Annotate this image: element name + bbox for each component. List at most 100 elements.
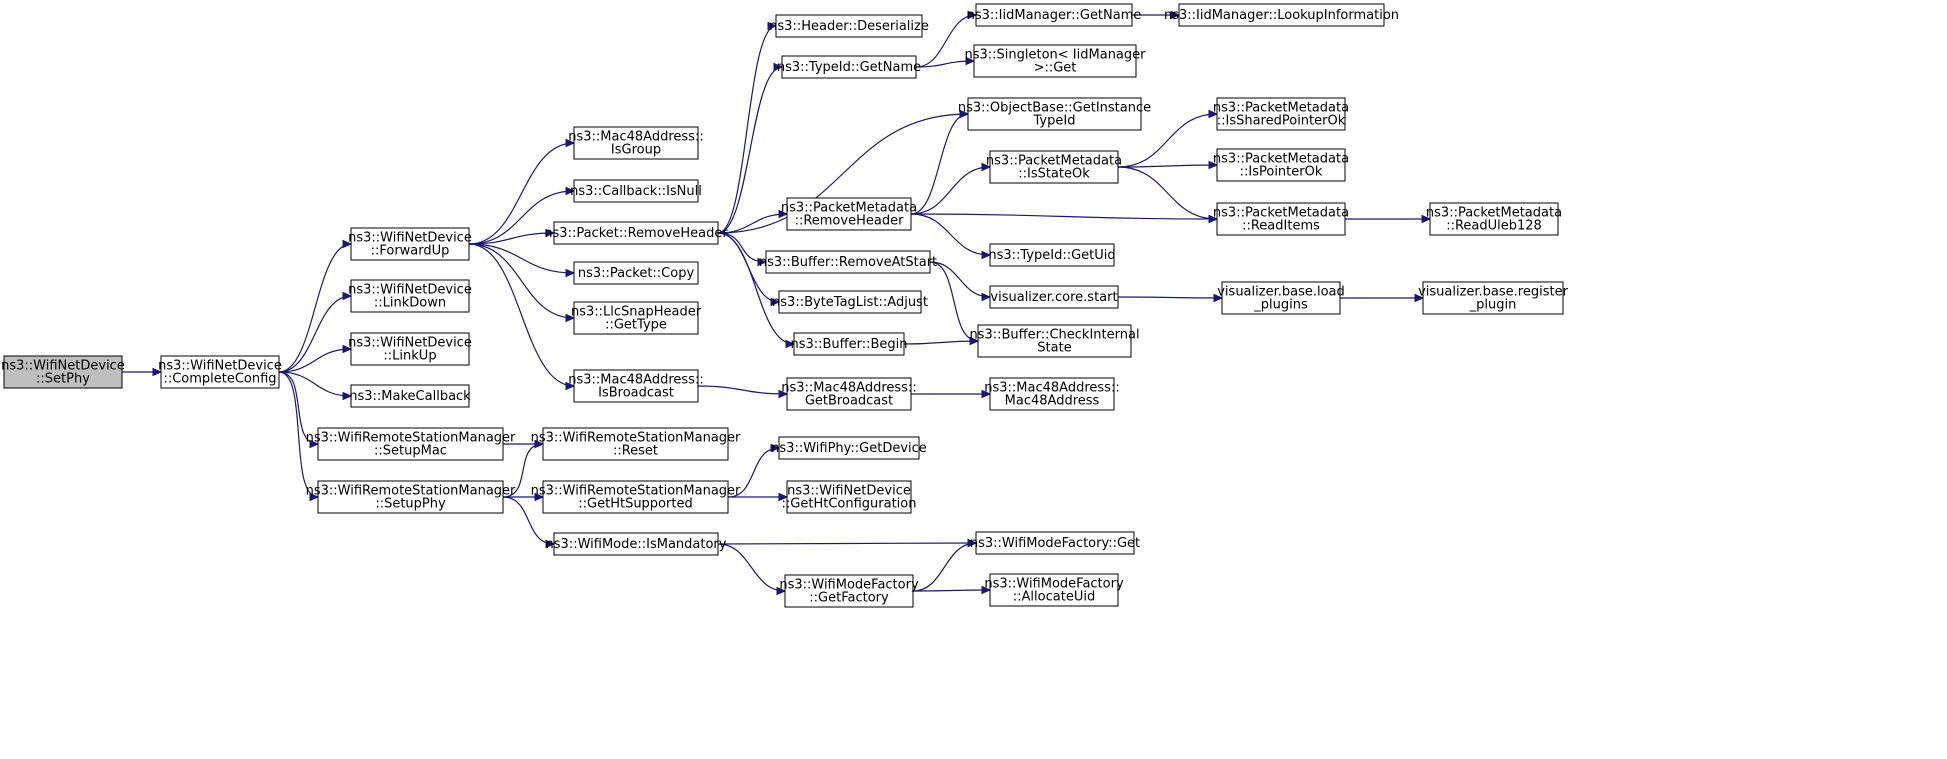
node-corestart[interactable]: visualizer.core.start (989, 285, 1119, 309)
node-typeidgetname[interactable]: ns3::TypeId::GetName (777, 55, 921, 79)
node-ispointerok[interactable]: ns3::PacketMetadata::IsPointerOk (1213, 148, 1349, 182)
node-label: ns3::ObjectBase::GetInstance (958, 101, 1151, 116)
node-isbroadcast[interactable]: ns3::Mac48Address::IsBroadcast (568, 369, 704, 403)
node-gettype[interactable]: ns3::LlcSnapHeader::GetType (571, 301, 702, 335)
node-issharedptr[interactable]: ns3::PacketMetadata::IsSharedPointerOk (1213, 97, 1349, 131)
node-deserialize[interactable]: ns3::Header::Deserialize (769, 14, 929, 38)
node-isgroup[interactable]: ns3::Mac48Address::IsGroup (568, 126, 704, 160)
node-label: visualizer.base.register (1418, 285, 1569, 300)
node-label: ::ForwardUp (371, 244, 450, 259)
node-label: ::GetFactory (809, 591, 889, 606)
node-isstateok[interactable]: ns3::PacketMetadata::IsStateOk (986, 150, 1122, 184)
node-box (784, 574, 914, 608)
node-box (553, 221, 719, 245)
node-label: ns3::Callback::IsNull (570, 184, 702, 199)
node-label: ::GetHtConfiguration (782, 497, 917, 512)
node-mac48ctor[interactable]: ns3::Mac48Address::Mac48Address (984, 377, 1120, 411)
node-copy[interactable]: ns3::Packet::Copy (573, 261, 699, 285)
node-box (778, 290, 922, 314)
node-box (1216, 148, 1346, 182)
node-iidgetname[interactable]: ns3::IidManager::GetName (967, 3, 1142, 27)
node-box (1429, 202, 1559, 236)
edge-forwardup-to-copy (468, 243, 574, 273)
node-removeatstart[interactable]: ns3::Buffer::RemoveAtStart (759, 250, 937, 274)
node-makecallback[interactable]: ns3::MakeCallback (349, 384, 471, 408)
node-setupphy[interactable]: ns3::WifiRemoteStationManager::SetupPhy (306, 480, 516, 514)
node-label: ns3::Packet::Copy (578, 266, 695, 281)
node-reset[interactable]: ns3::WifiRemoteStationManager::Reset (531, 427, 741, 461)
node-label: ns3::WifiModeFactory (779, 578, 919, 593)
node-box (573, 261, 699, 285)
node-ismandatory[interactable]: ns3::WifiMode::IsMandatory (546, 532, 727, 556)
node-box (1178, 3, 1385, 27)
node-box (793, 332, 905, 356)
node-label: IsGroup (611, 143, 661, 158)
node-label: ::GetType (605, 318, 667, 333)
node-label: ns3::PacketMetadata (1213, 206, 1349, 221)
node-label: ns3::ByteTagList::Adjust (772, 295, 928, 310)
node-getuid[interactable]: ns3::TypeId::GetUid (988, 243, 1116, 267)
node-linkup[interactable]: ns3::WifiNetDevice::LinkUp (348, 332, 472, 366)
node-completeconfig[interactable]: ns3::WifiNetDevice::CompleteConfig (158, 355, 282, 389)
node-forwardup[interactable]: ns3::WifiNetDevice::ForwardUp (348, 227, 472, 261)
node-label: ::Reset (613, 444, 658, 459)
node-getdevice[interactable]: ns3::WifiPhy::GetDevice (771, 436, 927, 460)
node-gethtsupported[interactable]: ns3::WifiRemoteStationManager::GetHtSupp… (531, 480, 741, 514)
node-adjust[interactable]: ns3::ByteTagList::Adjust (772, 290, 928, 314)
edge-pmremoveheader-to-getuid (910, 213, 990, 255)
edge-gethtsupported-to-getdevice (727, 448, 779, 498)
node-box (781, 55, 917, 79)
node-label: ns3::Mac48Address:: (568, 373, 703, 388)
node-singletonget[interactable]: ns3::Singleton< IidManager>::Get (964, 44, 1146, 78)
node-begin[interactable]: ns3::Buffer::Begin (790, 332, 908, 356)
node-box (975, 531, 1135, 555)
node-label: ns3::PacketMetadata (781, 201, 917, 216)
node-label: ::IsSharedPointerOk (1217, 114, 1346, 129)
node-label: ::SetupPhy (375, 497, 446, 512)
node-setupmac[interactable]: ns3::WifiRemoteStationManager::SetupMac (306, 427, 516, 461)
node-allocateuid[interactable]: ns3::WifiModeFactory::AllocateUid (984, 573, 1124, 607)
node-box (1221, 281, 1341, 315)
node-label: ::LinkUp (383, 349, 436, 364)
node-label: ns3::IidManager::GetName (967, 8, 1142, 23)
node-label: ns3::TypeId::GetUid (988, 248, 1115, 263)
node-label: >::Get (1034, 61, 1077, 76)
node-label: ::SetPhy (36, 372, 90, 387)
node-wmfget[interactable]: ns3::WifiModeFactory::Get (970, 531, 1140, 555)
node-readuleb[interactable]: ns3::PacketMetadata::ReadUleb128 (1426, 202, 1562, 236)
node-label: ns3::MakeCallback (349, 389, 471, 404)
edge-isbroadcast-to-getbroadcast (697, 385, 787, 394)
node-label: ns3::WifiRemoteStationManager (531, 431, 741, 446)
edge-setupphy-to-ismandatory (502, 496, 554, 544)
node-label: ::RemoveHeader (795, 214, 905, 229)
node-label: ns3::IidManager::LookupInformation (1164, 8, 1399, 23)
edge-forwardup-to-isnull (468, 191, 574, 245)
node-box (350, 227, 470, 261)
node-linkdown[interactable]: ns3::WifiNetDevice::LinkDown (348, 279, 472, 313)
node-box (160, 355, 280, 389)
node-lookupinfo[interactable]: ns3::IidManager::LookupInformation (1164, 3, 1399, 27)
node-isnull[interactable]: ns3::Callback::IsNull (570, 179, 702, 203)
node-label: ::AllocateUid (1013, 590, 1095, 605)
node-getbroadcast[interactable]: ns3::Mac48Address::GetBroadcast (781, 377, 917, 411)
node-pmremoveheader[interactable]: ns3::PacketMetadata::RemoveHeader (781, 197, 917, 231)
node-removeheader[interactable]: ns3::Packet::RemoveHeader (544, 221, 728, 245)
node-box (1216, 97, 1346, 131)
node-getfactory[interactable]: ns3::WifiModeFactory::GetFactory (779, 574, 919, 608)
edge-getfactory-to-allocateuid (912, 590, 990, 591)
node-label: ::ReadItems (1242, 219, 1320, 234)
node-setphy[interactable]: ns3::WifiNetDevice::SetPhy (1, 355, 125, 389)
node-gethtconfig[interactable]: ns3::WifiNetDevice::GetHtConfiguration (782, 480, 917, 514)
node-label: visualizer.core.start (990, 290, 1117, 305)
node-loadplugins[interactable]: visualizer.base.load_plugins (1217, 281, 1345, 315)
edge-completeconfig-to-setupphy (278, 371, 318, 497)
node-label: ns3::WifiNetDevice (348, 336, 472, 351)
node-readitems[interactable]: ns3::PacketMetadata::ReadItems (1213, 202, 1349, 236)
node-box (977, 324, 1132, 358)
node-label: ns3::WifiRemoteStationManager (531, 484, 741, 499)
edge-forwardup-to-gettype (468, 243, 574, 318)
node-label: ns3::TypeId::GetName (777, 60, 921, 75)
node-registerplugin[interactable]: visualizer.base.register_plugin (1418, 281, 1569, 315)
